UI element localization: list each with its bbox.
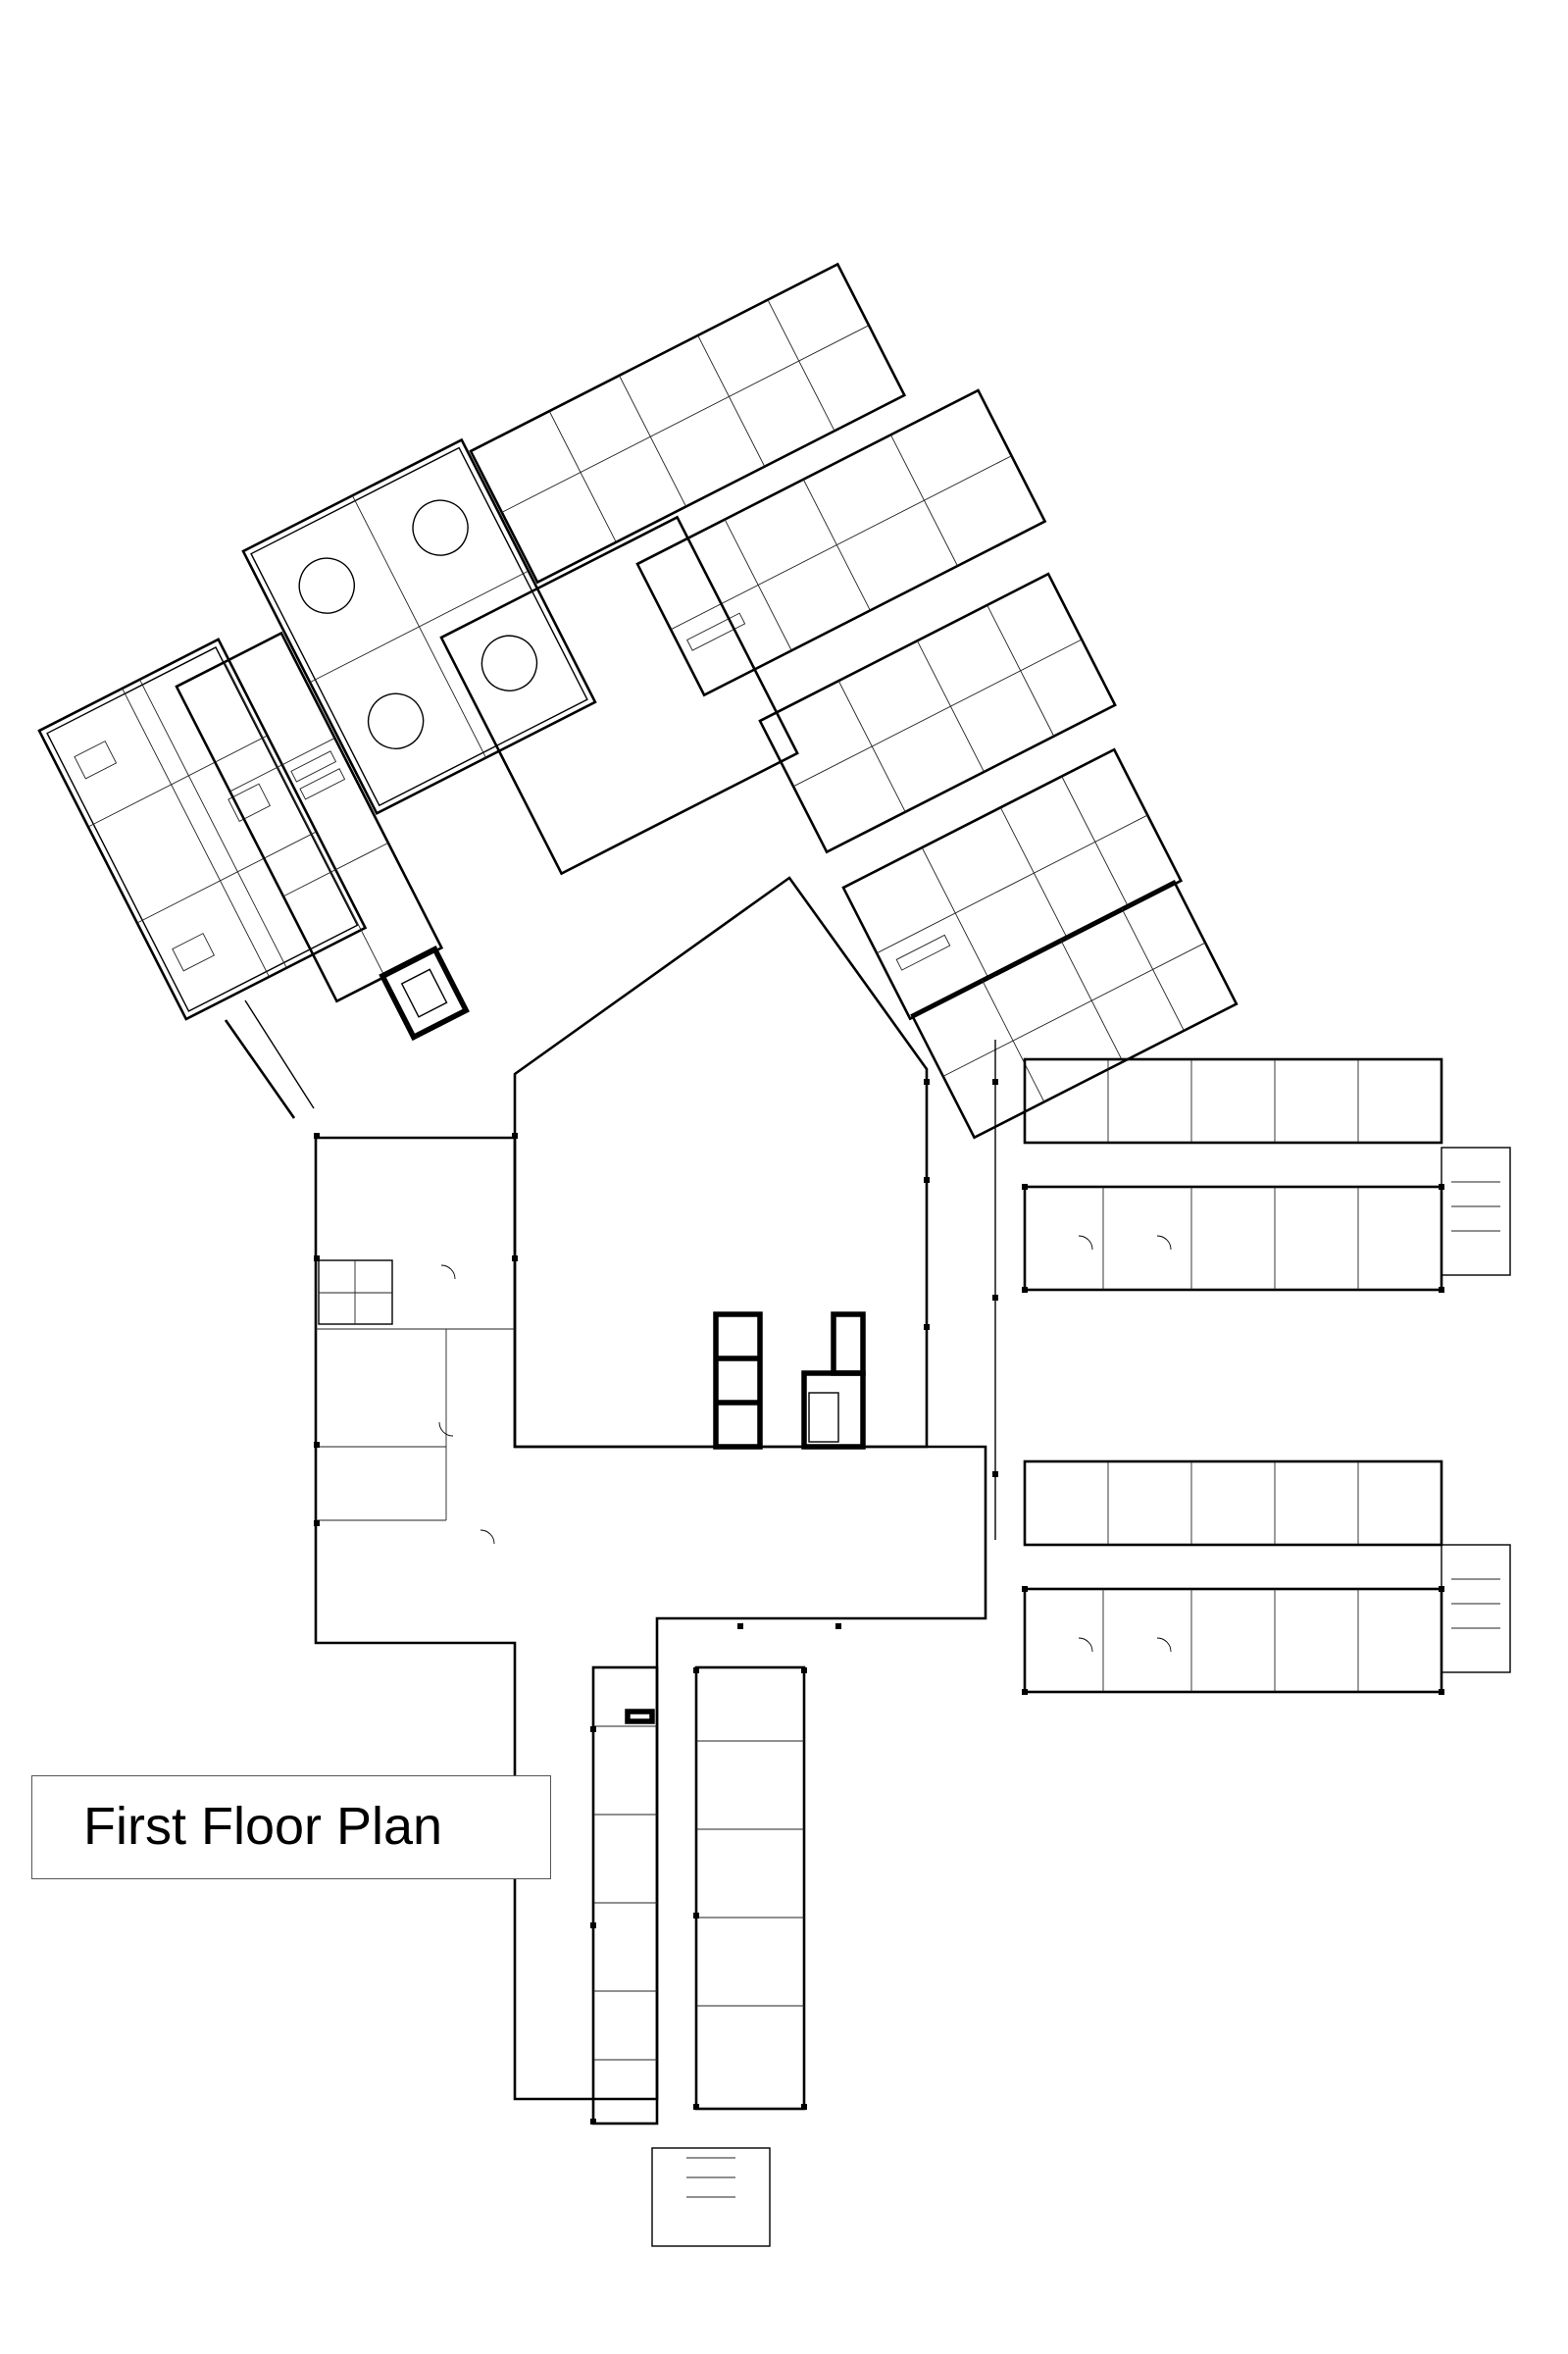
west-office-wing bbox=[37, 638, 368, 1021]
north-wing-b bbox=[635, 388, 1047, 697]
lab-wing bbox=[241, 437, 597, 816]
plan-title: First Floor Plan bbox=[83, 1797, 443, 1856]
east-wing-upper bbox=[1023, 1057, 1511, 1292]
north-wing-d bbox=[841, 747, 1184, 1021]
columns bbox=[314, 1079, 1444, 2124]
north-wing-c bbox=[758, 572, 1117, 854]
main-south-block bbox=[314, 1136, 987, 2101]
north-wing-a bbox=[469, 262, 907, 585]
north-wing-e bbox=[910, 880, 1239, 1140]
central-core bbox=[713, 1311, 866, 1450]
door-swings bbox=[438, 1235, 1172, 1653]
west-connector bbox=[224, 1019, 296, 1119]
south-wing bbox=[591, 1665, 806, 2247]
east-wing-lower bbox=[1023, 1459, 1511, 1694]
central-courtyard bbox=[439, 515, 799, 876]
west-stair bbox=[379, 946, 470, 1042]
plan-title-box: First Floor Plan bbox=[31, 1775, 551, 1879]
